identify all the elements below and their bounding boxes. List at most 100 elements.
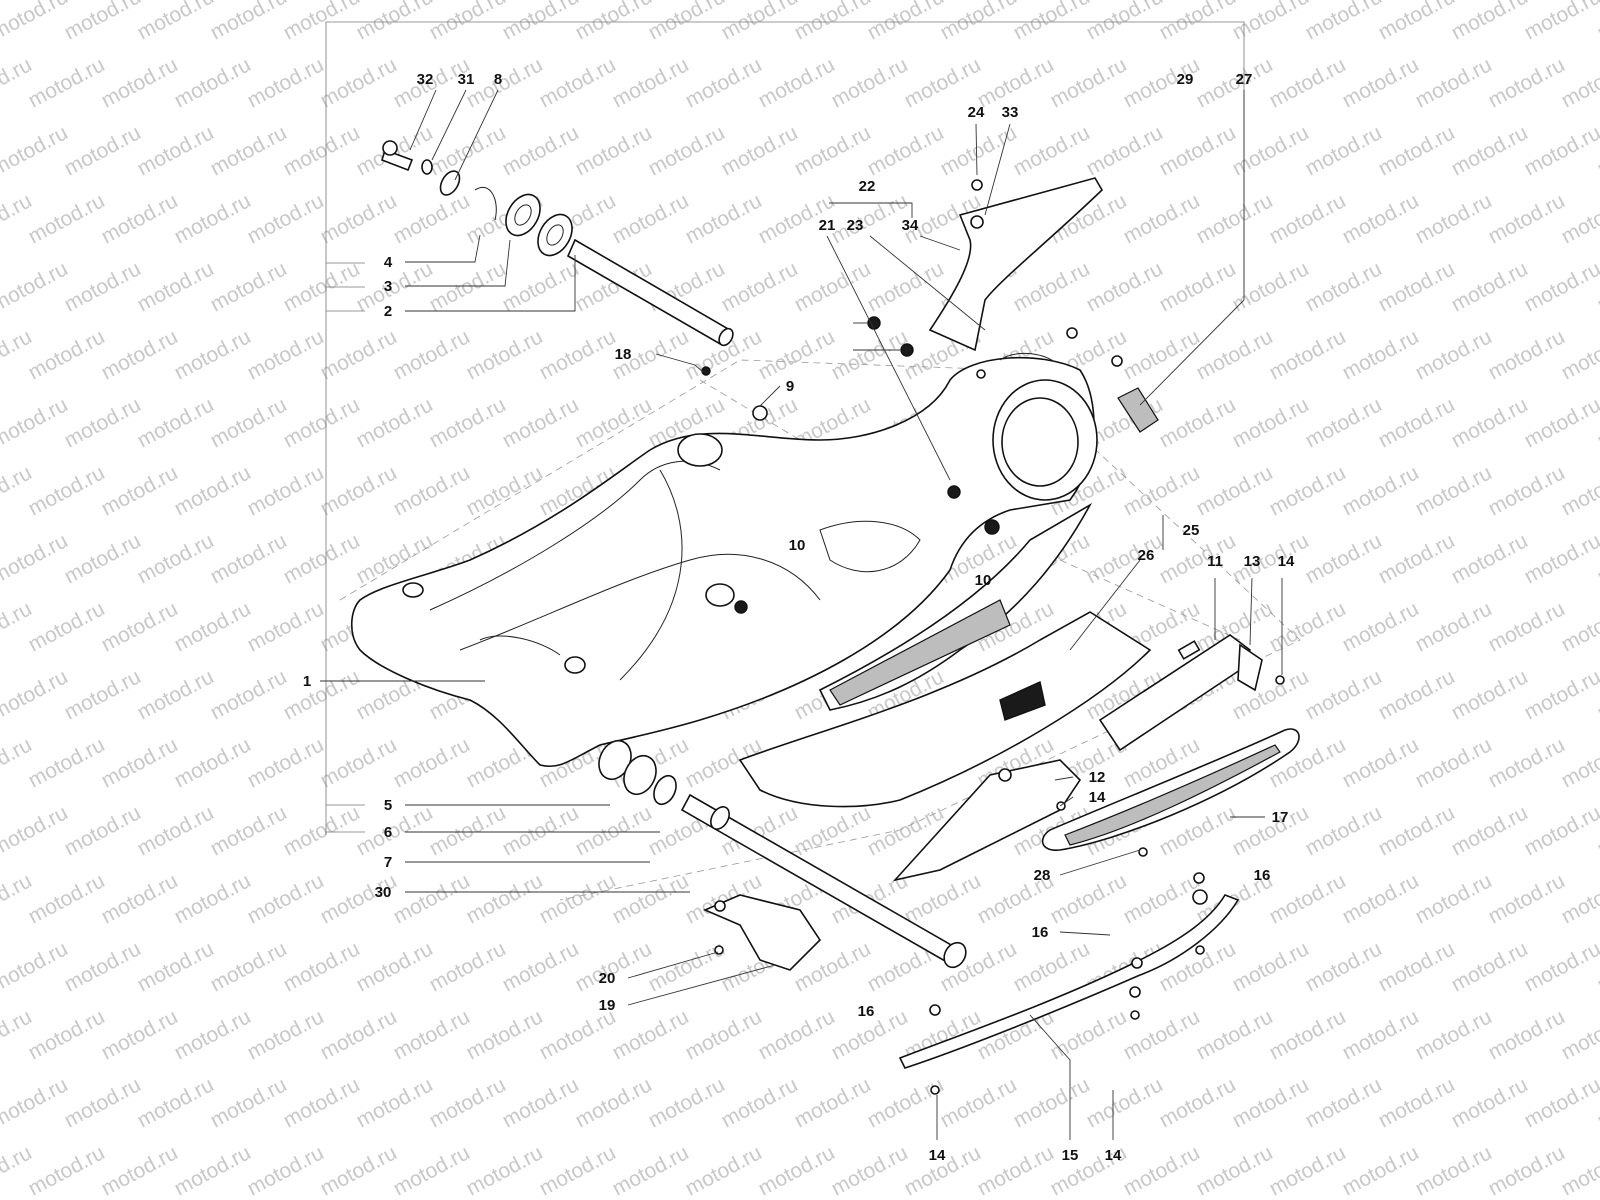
watermark-text: motod.ru [499, 393, 583, 452]
watermark-text: motod.ru [755, 53, 839, 112]
watermark-text: motod.ru [1521, 665, 1600, 724]
watermark-text: motod.ru [61, 1073, 145, 1132]
watermark-text: motod.ru [61, 937, 145, 996]
watermark-text: motod.ru [682, 53, 766, 112]
watermark-text: motod.ru [25, 189, 109, 248]
watermark-text: motod.ru [572, 1073, 656, 1132]
watermark-text: motod.ru [718, 121, 802, 180]
watermark-text: motod.ru [25, 597, 109, 656]
watermark-text: motod.ru [1083, 257, 1167, 316]
callout-18: 18 [615, 346, 632, 363]
watermark-text: motod.ru [499, 937, 583, 996]
callout-12: 12 [1089, 769, 1106, 786]
watermark-text: motod.ru [280, 937, 364, 996]
callout-13: 13 [1244, 553, 1261, 570]
watermark-text: motod.ru [0, 257, 72, 316]
watermark-text: motod.ru [1558, 869, 1600, 928]
watermark-text: motod.ru [1375, 0, 1459, 44]
callout-22: 22 [859, 178, 876, 195]
callout-28: 28 [1034, 867, 1051, 884]
callout-25: 25 [1183, 522, 1200, 539]
watermark-text: motod.ru [1412, 189, 1496, 248]
watermark-text: motod.ru [426, 121, 510, 180]
watermark-text: motod.ru [1558, 461, 1600, 520]
watermark-text: motod.ru [1521, 121, 1600, 180]
watermark-text: motod.ru [645, 1073, 729, 1132]
watermark-text: motod.ru [280, 121, 364, 180]
callout-labels: 32 31 8 29 27 24 33 22 21 23 34 4 3 2 18… [303, 71, 1295, 1164]
watermark-text: motod.ru [1229, 937, 1313, 996]
watermark-text: motod.ru [1339, 733, 1423, 792]
watermark-text: motod.ru [1485, 869, 1569, 928]
watermark-text: motod.ru [61, 121, 145, 180]
watermark-text: motod.ru [1412, 597, 1496, 656]
watermark-text: motod.ru [1266, 1005, 1350, 1064]
watermark-text: motod.ru [426, 393, 510, 452]
callout-31: 31 [458, 71, 475, 88]
watermark-text: motod.ru [864, 257, 948, 316]
callout-17: 17 [1272, 809, 1289, 826]
watermark-text: motod.ru [755, 325, 839, 384]
watermark-text: motod.ru [25, 53, 109, 112]
watermark-text: motod.ru [1521, 1073, 1600, 1132]
watermark-text: motod.ru [1339, 461, 1423, 520]
watermark-text: motod.ru [1375, 529, 1459, 588]
watermark-text: motod.ru [317, 1005, 401, 1064]
watermark-text: motod.ru [1448, 937, 1532, 996]
watermark-text: motod.ru [1156, 1073, 1240, 1132]
watermark-text: motod.ru [0, 1073, 72, 1132]
watermark-text: motod.ru [536, 53, 620, 112]
watermark-text: motod.ru [0, 801, 72, 860]
watermark-text: motod.ru [1229, 801, 1313, 860]
watermark-text: motod.ru [98, 189, 182, 248]
watermark-text: motod.ru [755, 1141, 839, 1200]
watermark-text: motod.ru [25, 461, 109, 520]
watermark-text: motod.ru [1485, 1005, 1569, 1064]
upper-bearings [381, 140, 573, 257]
watermark-text: motod.ru [1266, 1141, 1350, 1200]
watermark-text: motod.ru [1485, 189, 1569, 248]
watermark-text: motod.ru [134, 801, 218, 860]
watermark-text: motod.ru [98, 53, 182, 112]
watermark-text: motod.ru [207, 0, 291, 44]
callout-32: 32 [417, 71, 434, 88]
leader-lines [320, 89, 1283, 1140]
watermark-text: motod.ru [1339, 1141, 1423, 1200]
chain-guard-26 [738, 611, 1152, 808]
watermark-text: motod.ru [1010, 1073, 1094, 1132]
watermark-text: motod.ru [171, 189, 255, 248]
watermark-text: motod.ru [1156, 121, 1240, 180]
watermark-text: motod.ru [1558, 597, 1600, 656]
watermark-text: motod.ru [317, 53, 401, 112]
watermark-text: motod.ru [207, 529, 291, 588]
callout-33: 33 [1002, 104, 1019, 121]
callout-9: 9 [786, 378, 794, 395]
watermark-text: motod.ru [1339, 325, 1423, 384]
watermark-text: motod.ru [1193, 461, 1277, 520]
watermark-text: motod.ru [1010, 257, 1094, 316]
watermark-text: motod.ru [280, 529, 364, 588]
watermark-text: motod.ru [317, 461, 401, 520]
watermark-text: motod.ru [61, 0, 145, 44]
watermark-text: motod.ru [390, 733, 474, 792]
watermark-text: motod.ru [1266, 461, 1350, 520]
watermark-text: motod.ru [1229, 393, 1313, 452]
watermark-text: motod.ru [1302, 257, 1386, 316]
watermark-text: motod.ru [1193, 325, 1277, 384]
watermark-text: motod.ru [134, 665, 218, 724]
watermark-text: motod.ru [1412, 869, 1496, 928]
watermark-text: motod.ru [390, 189, 474, 248]
watermark-text: motod.ru [1375, 257, 1459, 316]
watermark-text: motod.ru [1229, 121, 1313, 180]
watermark-text: motod.ru [536, 869, 620, 928]
watermark-text: motod.ru [0, 121, 72, 180]
watermark-text: motod.ru [98, 733, 182, 792]
fasteners [701, 179, 1285, 1095]
watermark-text: motod.ru [791, 801, 875, 860]
watermark-text: motod.ru [426, 801, 510, 860]
watermark-text: motod.ru [1375, 937, 1459, 996]
watermark-text: motod.ru [1594, 0, 1600, 44]
watermark-text: motod.ru [1120, 461, 1204, 520]
watermark-text: motod.ru [937, 1073, 1021, 1132]
